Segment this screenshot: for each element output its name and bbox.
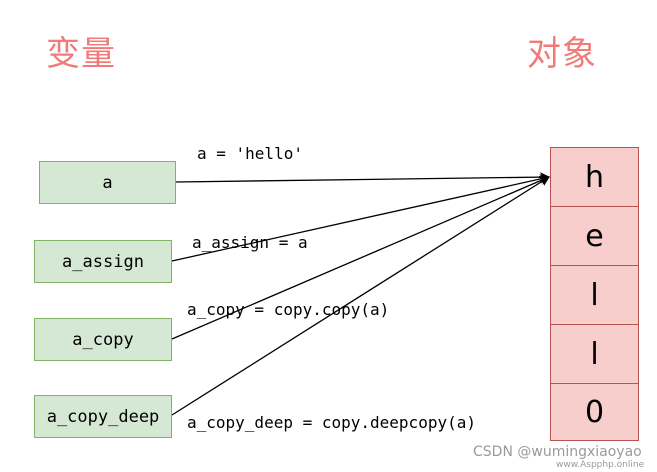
arrow-a-copy-deep bbox=[171, 176, 550, 416]
arrow-a bbox=[175, 172, 550, 183]
object-char-cell: l bbox=[550, 265, 639, 325]
variable-box-a-assign: a_assign bbox=[34, 240, 172, 283]
variable-box-a-copy-deep: a_copy_deep bbox=[34, 395, 172, 438]
watermark-site: www.Aspphp.online bbox=[556, 460, 645, 470]
object-char-cell: e bbox=[550, 206, 639, 266]
object-char-cell: l bbox=[550, 324, 639, 384]
watermark-csdn: CSDN @wumingxiaoyao bbox=[473, 444, 642, 460]
variable-box-a-copy: a_copy bbox=[34, 318, 172, 361]
variables-heading: 变量 bbox=[46, 34, 116, 74]
label-a-copy-deep-statement: a_copy_deep = copy.deepcopy(a) bbox=[187, 413, 476, 432]
label-a-assign-statement: a_assign = a bbox=[192, 233, 308, 252]
arrow-a-assign bbox=[171, 174, 550, 262]
objects-heading: 对象 bbox=[527, 34, 597, 74]
arrow-a-copy bbox=[171, 175, 550, 340]
label-a-copy-statement: a_copy = copy.copy(a) bbox=[187, 300, 390, 319]
object-char-cell: h bbox=[550, 147, 639, 207]
object-char-cell: 0 bbox=[550, 383, 639, 441]
label-a-statement: a = 'hello' bbox=[197, 144, 303, 163]
variable-box-a: a bbox=[39, 161, 176, 204]
